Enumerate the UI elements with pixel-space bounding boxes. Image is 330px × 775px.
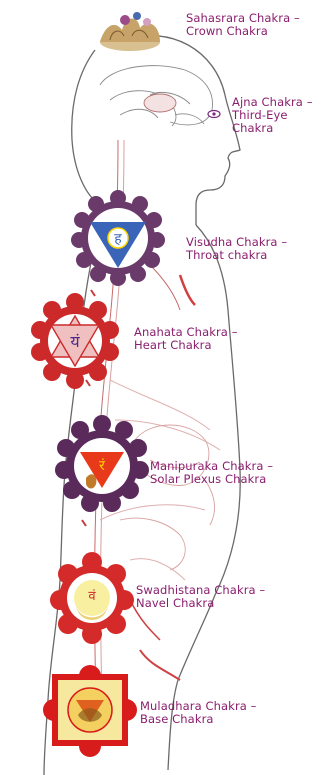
label-muladhara: Muladhara Chakra – Base Chakra xyxy=(140,700,257,726)
muladhara-chakra-icon xyxy=(43,665,137,757)
label-anahata-subtitle: Heart Chakra xyxy=(134,339,238,352)
brain xyxy=(100,66,213,126)
svg-text:रं: रं xyxy=(99,458,105,474)
label-visudha: Visudha Chakra – Throat chakra xyxy=(186,236,287,262)
label-swadhistana: Swadhistana Chakra – Navel Chakra xyxy=(136,584,265,610)
swadhistana-chakra-icon: वं xyxy=(50,552,134,644)
visudha-chakra-icon: ह xyxy=(71,190,165,286)
body-outline xyxy=(44,36,240,775)
label-sahasrara: Sahasrara Chakra – Crown Chakra xyxy=(186,12,300,38)
label-anahata: Anahata Chakra – Heart Chakra xyxy=(134,326,238,352)
label-sahasrara-subtitle: Crown Chakra xyxy=(186,25,300,38)
label-visudha-subtitle: Throat chakra xyxy=(186,249,287,262)
label-swadhistana-subtitle: Navel Chakra xyxy=(136,597,265,610)
label-muladhara-subtitle: Base Chakra xyxy=(140,713,257,726)
svg-text:वं: वं xyxy=(88,589,96,604)
label-ajna: Ajna Chakra – Third-Eye Chakra xyxy=(232,96,313,135)
svg-text:यं: यं xyxy=(70,332,80,351)
label-ajna-subtitle-2: Chakra xyxy=(232,122,313,135)
label-manipuraka: Manipuraka Chakra – Solar Plexus Chakra xyxy=(150,460,273,486)
svg-text:ह: ह xyxy=(114,231,122,247)
label-manipuraka-subtitle: Solar Plexus Chakra xyxy=(150,473,273,486)
sahasrara-lotus-icon xyxy=(100,12,160,51)
ajna-eye-icon xyxy=(208,111,220,118)
anahata-chakra-icon: यं xyxy=(31,293,119,389)
